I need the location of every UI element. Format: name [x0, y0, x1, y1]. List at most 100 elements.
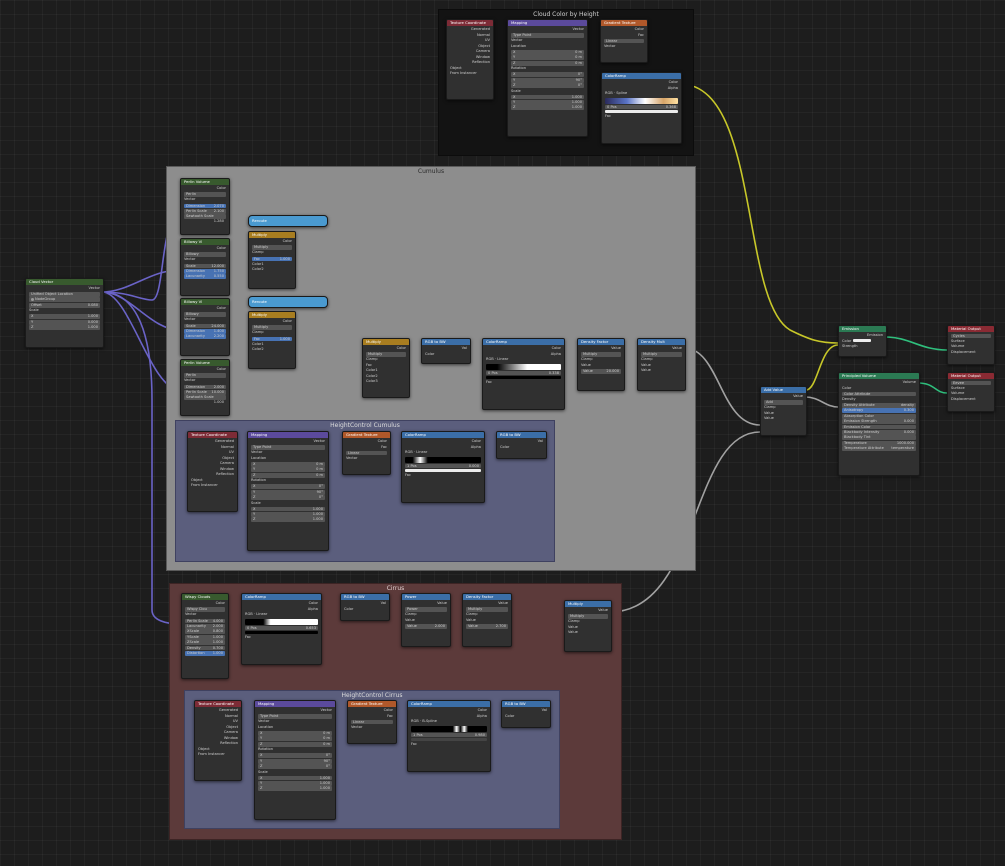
node-header[interactable]: ColorRamp: [402, 432, 484, 438]
texture-coordinate-node-hcc[interactable]: Texture Coordinate Generated Normal UV O…: [194, 700, 242, 781]
node-header[interactable]: Billowy Vl: [181, 299, 229, 305]
clamp-checkbox[interactable]: Clamp: [252, 250, 264, 255]
input-socket-label[interactable]: Value: [581, 362, 591, 367]
blackbody-tint-field[interactable]: Blackbody Tint: [842, 435, 916, 441]
node-header[interactable]: Texture Coordinate: [447, 20, 493, 26]
emission-color-field[interactable]: Emission Color: [842, 424, 916, 430]
mapping-node[interactable]: Mapping Vector Type Point Vector Locatio…: [507, 19, 588, 137]
clamp-checkbox[interactable]: Clamp: [466, 612, 478, 617]
node-header[interactable]: Add Value: [761, 387, 806, 393]
input-socket-label[interactable]: Fac: [405, 473, 411, 478]
output-socket-label[interactable]: Color: [551, 346, 561, 350]
add-value-node[interactable]: Add Value Value Add Clamp Value Value: [760, 386, 807, 436]
input-socket-label[interactable]: Vector: [258, 719, 270, 724]
output-socket-label[interactable]: Window: [219, 466, 234, 471]
color-attribute-field[interactable]: Color Attribute: [842, 391, 916, 397]
output-socket-label[interactable]: Normal: [476, 32, 490, 37]
hcc-color-ramp-node[interactable]: ColorRamp Color Alpha RGB · B-Spline 1 P…: [407, 700, 491, 772]
output-socket-label[interactable]: Alpha: [550, 351, 561, 356]
texcoord-field[interactable]: Unified Object Location: [29, 292, 100, 297]
clamp-checkbox[interactable]: Clamp: [764, 405, 776, 410]
hcc-rgb-to-bw-node[interactable]: RGB to BW Val Color: [501, 700, 551, 728]
output-socket-label[interactable]: Value: [793, 394, 803, 398]
node-header[interactable]: Mapping: [508, 20, 587, 26]
from-instancer-checkbox[interactable]: From Instancer: [198, 752, 225, 756]
output-socket-label[interactable]: Color: [377, 439, 387, 443]
node-header[interactable]: ColorRamp: [408, 701, 490, 707]
clamp-checkbox[interactable]: Clamp: [366, 357, 378, 362]
output-socket-label[interactable]: Val: [461, 346, 467, 350]
gradient-type-dropdown[interactable]: Linear: [346, 450, 387, 456]
multiply-main-node[interactable]: Multiply Color Multiply Clamp Fac Color1…: [362, 338, 410, 398]
node-header[interactable]: Texture Coordinate: [188, 432, 237, 438]
cloud-vector-node[interactable]: Cloud Vector Vector Unified Object Locat…: [25, 278, 104, 348]
node-header[interactable]: Wispy Clouds: [182, 594, 228, 600]
output-socket-label[interactable]: Alpha: [470, 444, 481, 449]
output-socket-label[interactable]: Normal: [224, 713, 238, 718]
render-target-dropdown[interactable]: Eevee: [951, 380, 991, 386]
math-op-dropdown[interactable]: Multiply: [568, 614, 608, 619]
output-socket-label[interactable]: Val: [537, 439, 543, 443]
node-header[interactable]: Texture Coordinate: [195, 701, 241, 707]
output-socket-label[interactable]: Color: [668, 80, 678, 84]
blend-mode-dropdown[interactable]: Multiply: [366, 352, 406, 357]
node-header[interactable]: Multiply: [249, 312, 295, 318]
ramp-toolbar[interactable]: RGB · B-Spline: [411, 719, 437, 723]
output-socket-label[interactable]: Value: [598, 608, 608, 612]
input-socket-label[interactable]: Color1: [252, 261, 264, 266]
input-socket-label[interactable]: Value: [568, 630, 578, 635]
blend-mode-dropdown[interactable]: Multiply: [252, 325, 292, 330]
node-header[interactable]: Perlin Volume: [181, 360, 229, 366]
group-selector[interactable]: Perlin: [184, 192, 226, 197]
emission-node[interactable]: Emission Emission Color Strength: [838, 325, 887, 357]
node-header[interactable]: Gradient Texture: [601, 20, 647, 26]
hc-rgb-to-bw-node[interactable]: RGB to BW Val Color: [496, 431, 547, 459]
output-socket-label[interactable]: UV: [484, 38, 490, 42]
clamp-checkbox[interactable]: Clamp: [568, 619, 580, 624]
output-socket-label[interactable]: Color: [383, 708, 393, 712]
node-header[interactable]: ColorRamp: [602, 73, 681, 79]
group-selector[interactable]: Perlin: [184, 373, 226, 378]
output-socket-label[interactable]: Generated: [470, 27, 490, 31]
ramp-color-swatch[interactable]: [405, 469, 481, 473]
math-op-dropdown[interactable]: Multiply: [641, 352, 682, 357]
input-socket-label[interactable]: Vector: [604, 43, 616, 48]
output-socket-label[interactable]: Vector: [88, 286, 100, 290]
output-socket-label[interactable]: Vector: [572, 27, 584, 31]
input-socket-label[interactable]: Value: [568, 624, 578, 629]
ramp-toolbar[interactable]: RGB · Linear: [245, 612, 268, 616]
output-socket-label[interactable]: Generated: [214, 439, 234, 443]
input-socket-label[interactable]: Fac: [245, 635, 251, 640]
input-socket-label[interactable]: Value: [405, 617, 415, 622]
output-socket-label[interactable]: Volume: [902, 380, 916, 384]
node-header[interactable]: Mapping: [248, 432, 328, 438]
ramp-color-swatch[interactable]: [605, 110, 678, 114]
input-socket-label[interactable]: Value: [641, 362, 651, 367]
group-selector[interactable]: Billowy: [184, 252, 226, 257]
